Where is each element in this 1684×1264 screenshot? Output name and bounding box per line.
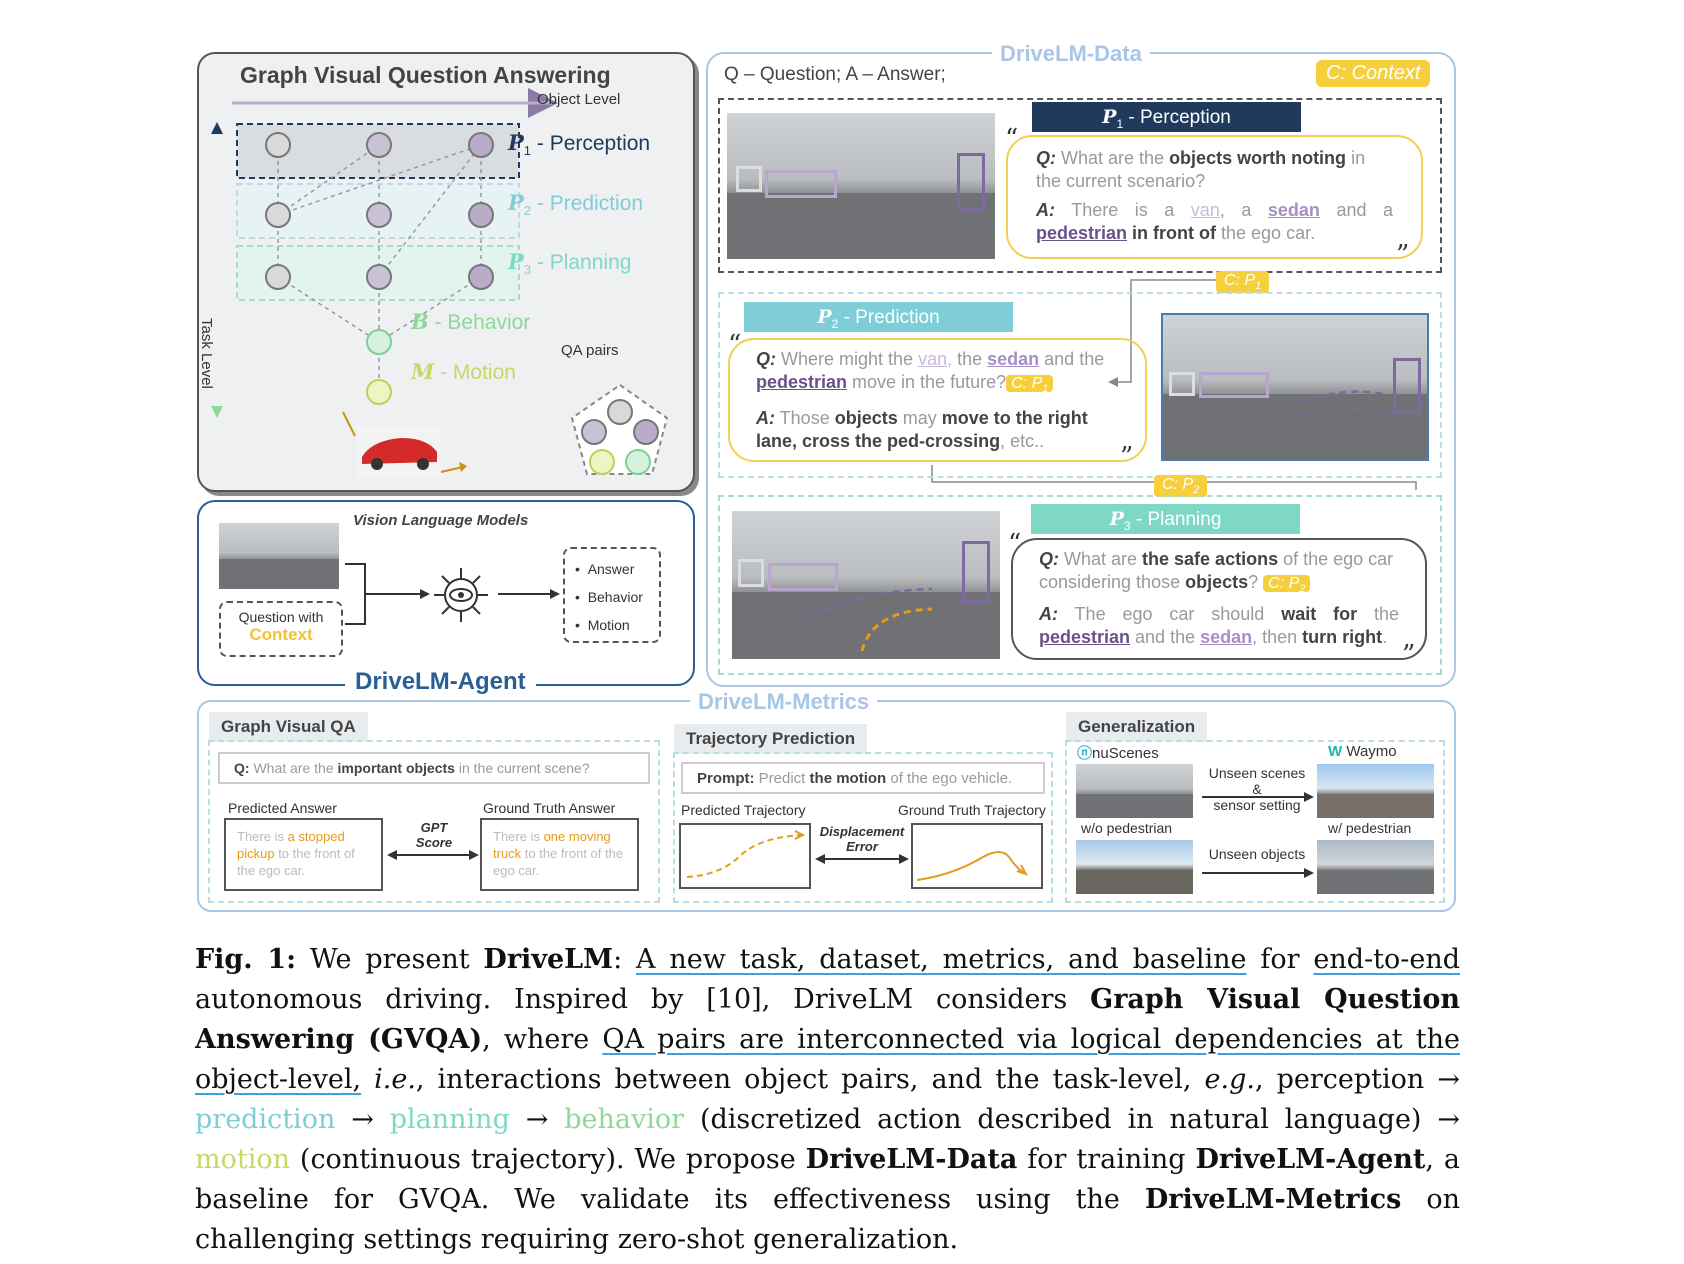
displacement-arrow bbox=[815, 854, 909, 864]
ctx-p2-inline: C: P2 bbox=[1263, 575, 1311, 595]
gt-traj-plot bbox=[911, 823, 1043, 889]
metric-traj-title: Trajectory Prediction bbox=[674, 724, 868, 754]
p1-bubble: Q: What are the objects worth noting in … bbox=[1006, 135, 1423, 259]
brain-eye-icon bbox=[434, 568, 488, 622]
output-motion: • Motion bbox=[575, 617, 630, 633]
figure-caption: Fig. 1: We present DriveLM: A new task, … bbox=[195, 944, 1460, 1255]
gvqa-title: Graph Visual Question Answering bbox=[240, 62, 611, 88]
object-level-label: Object Level bbox=[537, 91, 621, 108]
p2-scene-image bbox=[1161, 313, 1429, 461]
output-answer: • Answer bbox=[575, 561, 635, 577]
ctx-p1-inline: C: P1 bbox=[1006, 375, 1054, 395]
unseen-scenes-label: Unseen scenes&sensor setting bbox=[1208, 765, 1306, 813]
vlm-label: Vision Language Models bbox=[353, 512, 529, 529]
p1-label: P1 - Perception bbox=[508, 130, 651, 159]
metric-gen-box bbox=[1065, 740, 1445, 903]
p2-header: P2 - Prediction bbox=[744, 302, 1013, 332]
agent-scene-image bbox=[219, 523, 339, 589]
w-ped-scene-image bbox=[1317, 840, 1434, 894]
qa-legend: Q – Question; A – Answer; bbox=[724, 64, 946, 85]
p1-close-quote: ” bbox=[1396, 240, 1410, 270]
gvqa-graph bbox=[211, 88, 669, 478]
pred-traj-plot bbox=[679, 823, 811, 889]
metric-traj-box bbox=[673, 752, 1053, 903]
p2-close-quote: ” bbox=[1120, 442, 1134, 472]
p2-bubble: Q: Where might the van, the sedan and th… bbox=[728, 338, 1147, 462]
p3-label: P3 - Planning bbox=[508, 249, 632, 278]
predicted-answer-label: Predicted Answer bbox=[228, 800, 337, 816]
qa-pairs-label: QA pairs bbox=[561, 342, 619, 359]
behavior-label: B - Behavior bbox=[411, 309, 531, 334]
data-label: DriveLM-Data bbox=[992, 41, 1150, 67]
agent-label: DriveLM-Agent bbox=[345, 668, 536, 696]
p1-section bbox=[718, 98, 1442, 273]
pred-traj-label: Predicted Trajectory bbox=[681, 802, 806, 818]
p3-bubble: Q: What are the safe actions of the ego … bbox=[1011, 538, 1427, 660]
ctx-p2-tag: C: P2 bbox=[1154, 475, 1208, 498]
agent-flow-arrows bbox=[345, 563, 560, 625]
wo-ped-label: w/o pedestrian bbox=[1081, 820, 1173, 836]
metrics-label: DriveLM-Metrics bbox=[690, 689, 878, 715]
context-tag: C: Context bbox=[1316, 60, 1431, 87]
nuscenes-scene-image bbox=[1076, 764, 1193, 818]
question-context-box: Question with Context bbox=[219, 601, 343, 657]
unseen-objects-label: Unseen objects bbox=[1208, 846, 1306, 862]
w-ped-label: w/ pedestrian bbox=[1328, 820, 1412, 836]
metric-gvqa-box bbox=[208, 740, 660, 903]
nuscenes-icon: ⓝ bbox=[1077, 745, 1093, 762]
unseen-scenes-arrow bbox=[1202, 792, 1314, 802]
task-level-label: Task Level bbox=[198, 318, 215, 389]
ctx-p1-tag: C: P1 bbox=[1216, 271, 1270, 294]
predicted-answer-box: There is a stopped pickup to the front o… bbox=[224, 818, 383, 891]
p1-scene-image bbox=[727, 113, 995, 259]
metric-gvqa-title: Graph Visual QA bbox=[209, 712, 368, 742]
p2-section bbox=[718, 292, 1442, 478]
p3-scene-image bbox=[732, 511, 1000, 659]
metric-gen-title: Generalization bbox=[1066, 712, 1208, 742]
waymo-logo: W Waymo bbox=[1328, 743, 1397, 760]
waymo-scene-image bbox=[1317, 764, 1434, 818]
p1-header: P1 - Perception bbox=[1032, 102, 1301, 132]
motion-label: M - Motion bbox=[411, 359, 516, 384]
p3-section bbox=[718, 495, 1442, 675]
agent-output-list: • Answer • Behavior • Motion bbox=[563, 547, 661, 643]
gt-answer-label: Ground Truth Answer bbox=[483, 800, 616, 816]
gt-traj-label: Ground Truth Trajectory bbox=[898, 802, 1046, 818]
waymo-icon: W bbox=[1328, 743, 1343, 760]
p3-header: P3 - Planning bbox=[1031, 504, 1300, 534]
gt-answer-box: There is one moving truck to the front o… bbox=[480, 818, 639, 891]
prompt-box: Prompt: Predict the motion of the ego ve… bbox=[681, 762, 1045, 794]
p2-label: P2 - Prediction bbox=[508, 190, 644, 219]
nuscenes-logo: ⓝnuScenes bbox=[1077, 745, 1159, 762]
output-behavior: • Behavior bbox=[575, 589, 643, 605]
p3-close-quote: ” bbox=[1402, 640, 1416, 670]
unseen-objects-arrow bbox=[1202, 868, 1314, 878]
metric-gvqa-question: Q: What are the important objects in the… bbox=[218, 752, 650, 784]
wo-ped-scene-image bbox=[1076, 840, 1193, 894]
gpt-score-arrow bbox=[387, 850, 479, 860]
